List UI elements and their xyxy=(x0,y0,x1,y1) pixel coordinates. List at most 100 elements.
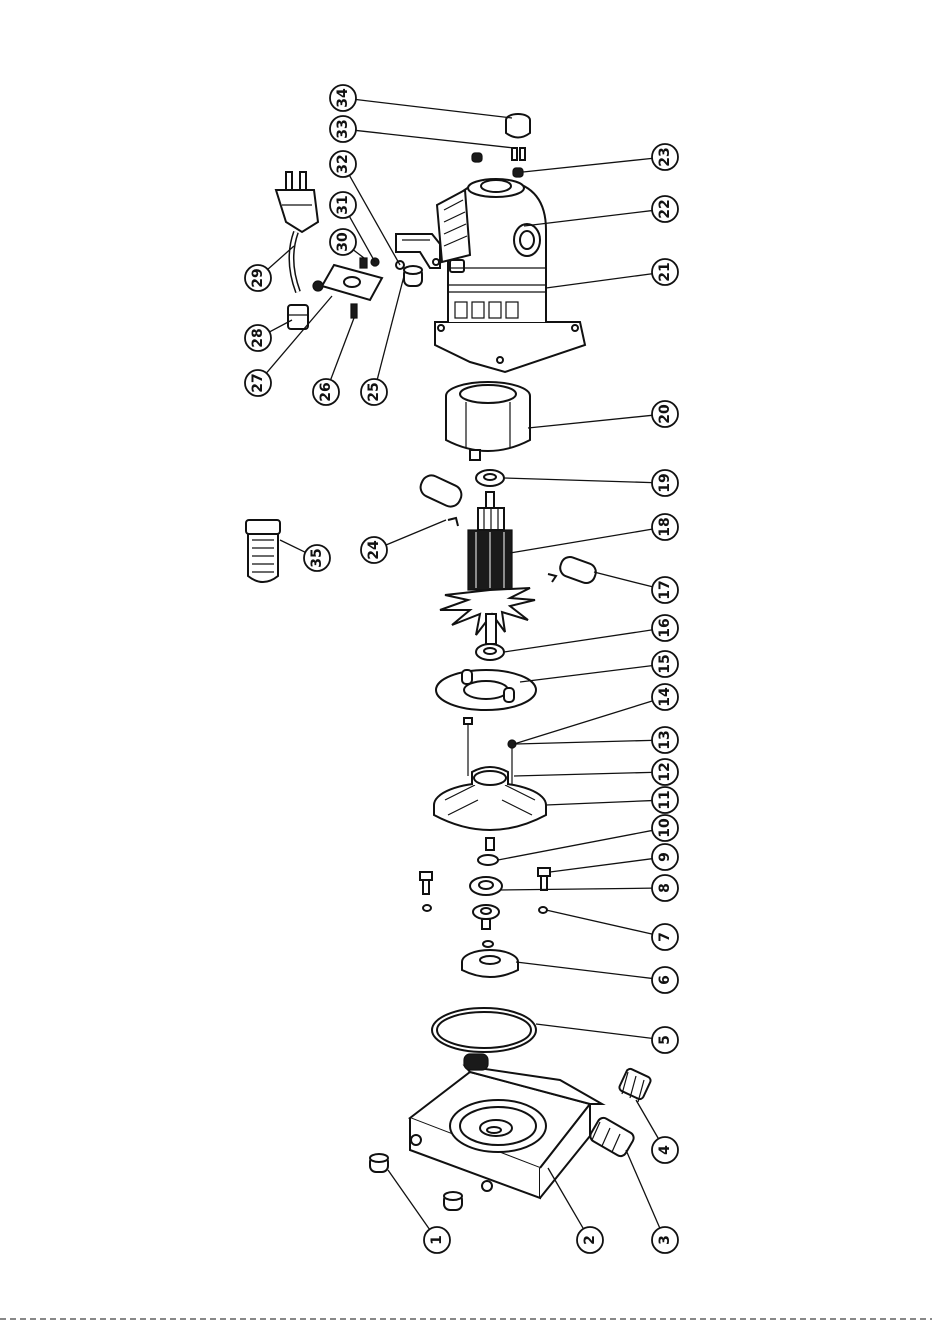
leader-line-21 xyxy=(546,274,652,288)
part-brush-holder-right xyxy=(548,554,598,585)
part-screw-26 xyxy=(351,304,357,318)
callout-label-27: 27 xyxy=(250,373,266,392)
callout-label-3: 3 xyxy=(657,1235,673,1245)
leader-line-30 xyxy=(353,250,364,258)
part-bolt-right xyxy=(538,868,550,890)
callout-label-18: 18 xyxy=(657,517,673,536)
leader-line-18 xyxy=(510,529,652,553)
leader-line-26 xyxy=(331,318,354,380)
part-motor-housing xyxy=(435,179,585,372)
callout-26: 26 xyxy=(313,379,339,405)
part-small-oring-left xyxy=(423,905,431,911)
callout-12: 12 xyxy=(652,759,678,785)
callout-label-28: 28 xyxy=(250,328,266,347)
callout-11: 11 xyxy=(652,787,678,813)
callout-label-11: 11 xyxy=(657,790,673,809)
leader-line-34 xyxy=(356,100,512,118)
leader-line-20 xyxy=(528,415,652,428)
callout-22: 22 xyxy=(652,196,678,222)
callout-label-13: 13 xyxy=(657,730,673,749)
callout-label-8: 8 xyxy=(657,883,673,893)
part-cord-clamp xyxy=(288,305,308,329)
leader-line-32 xyxy=(349,175,400,265)
part-impeller xyxy=(462,941,518,977)
callout-28: 28 xyxy=(245,325,271,351)
callout-19: 19 xyxy=(652,470,678,496)
part-pump-body xyxy=(410,1054,602,1198)
callout-label-12: 12 xyxy=(657,762,673,781)
part-bolt-left xyxy=(420,872,432,894)
part-capacitor xyxy=(404,266,422,286)
leader-line-11 xyxy=(546,801,652,805)
callout-20: 20 xyxy=(652,401,678,427)
callout-25: 25 xyxy=(361,379,387,405)
callout-35: 35 xyxy=(304,545,330,571)
callout-label-22: 22 xyxy=(657,199,673,218)
leader-line-4 xyxy=(636,1100,658,1139)
part-screw-30 xyxy=(360,258,367,268)
part-washer xyxy=(478,855,498,865)
leader-line-16 xyxy=(504,630,652,652)
callout-27: 27 xyxy=(245,370,271,396)
callout-label-16: 16 xyxy=(657,618,673,637)
part-long-screw-left xyxy=(464,718,472,776)
callout-label-32: 32 xyxy=(335,154,351,173)
callout-2: 2 xyxy=(577,1227,603,1253)
leader-line-12 xyxy=(514,772,652,776)
callout-label-2: 2 xyxy=(582,1235,598,1245)
part-drain-cap-lower xyxy=(444,1192,462,1210)
callout-label-9: 9 xyxy=(657,852,673,862)
callout-label-6: 6 xyxy=(657,975,673,985)
leader-line-35 xyxy=(280,540,305,552)
callout-label-7: 7 xyxy=(657,932,673,942)
callout-label-25: 25 xyxy=(366,382,382,401)
callout-15: 15 xyxy=(652,651,678,677)
part-outlet-fitting xyxy=(588,1116,636,1159)
part-plug-left xyxy=(472,153,482,162)
callout-label-33: 33 xyxy=(335,119,351,138)
callout-label-35: 35 xyxy=(309,548,325,567)
leader-line-15 xyxy=(520,666,652,682)
callout-29: 29 xyxy=(245,265,271,291)
part-small-oring-right xyxy=(539,907,547,913)
leader-line-17 xyxy=(594,572,652,587)
leader-line-14 xyxy=(514,701,653,744)
part-upper-bearing xyxy=(476,470,504,486)
callout-label-17: 17 xyxy=(657,580,673,599)
leader-line-5 xyxy=(536,1024,652,1038)
callout-10: 10 xyxy=(652,815,678,841)
callout-5: 5 xyxy=(652,1027,678,1053)
callout-label-23: 23 xyxy=(657,147,673,166)
part-gasket-plate xyxy=(436,670,536,710)
callout-30: 30 xyxy=(330,229,356,255)
part-brush-holder xyxy=(417,472,464,526)
callout-13: 13 xyxy=(652,727,678,753)
callout-34: 34 xyxy=(330,85,356,111)
callout-18: 18 xyxy=(652,514,678,540)
part-screw-head xyxy=(313,281,323,291)
callout-label-34: 34 xyxy=(335,88,351,108)
callout-31: 31 xyxy=(330,192,356,218)
part-stator xyxy=(446,382,530,460)
callout-24: 24 xyxy=(361,537,387,563)
leader-line-10 xyxy=(498,830,652,860)
leader-line-7 xyxy=(546,910,652,934)
part-strainer xyxy=(246,520,280,582)
callout-6: 6 xyxy=(652,967,678,993)
part-terminals xyxy=(512,148,525,160)
callout-1: 1 xyxy=(424,1227,450,1253)
callout-label-31: 31 xyxy=(335,195,351,214)
leader-line-25 xyxy=(377,276,404,379)
part-large-oring xyxy=(432,1008,536,1052)
callout-17: 17 xyxy=(652,577,678,603)
part-pump-bracket xyxy=(434,767,546,850)
callout-label-14: 14 xyxy=(657,687,673,707)
callout-4: 4 xyxy=(652,1137,678,1163)
callout-9: 9 xyxy=(652,844,678,870)
callout-label-19: 19 xyxy=(657,473,673,492)
part-drain-cap-upper xyxy=(370,1154,388,1172)
leader-line-6 xyxy=(516,962,652,978)
leader-line-19 xyxy=(504,478,652,483)
part-lower-bearing xyxy=(476,644,504,660)
part-mechanical-seal xyxy=(470,877,502,929)
